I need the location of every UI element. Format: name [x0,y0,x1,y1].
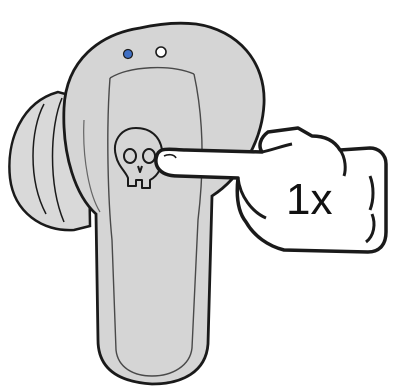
tap-count-label: 1x [286,175,332,224]
earbud-body [64,23,264,384]
white-led-indicator [156,47,166,57]
blue-led-indicator [124,50,133,59]
